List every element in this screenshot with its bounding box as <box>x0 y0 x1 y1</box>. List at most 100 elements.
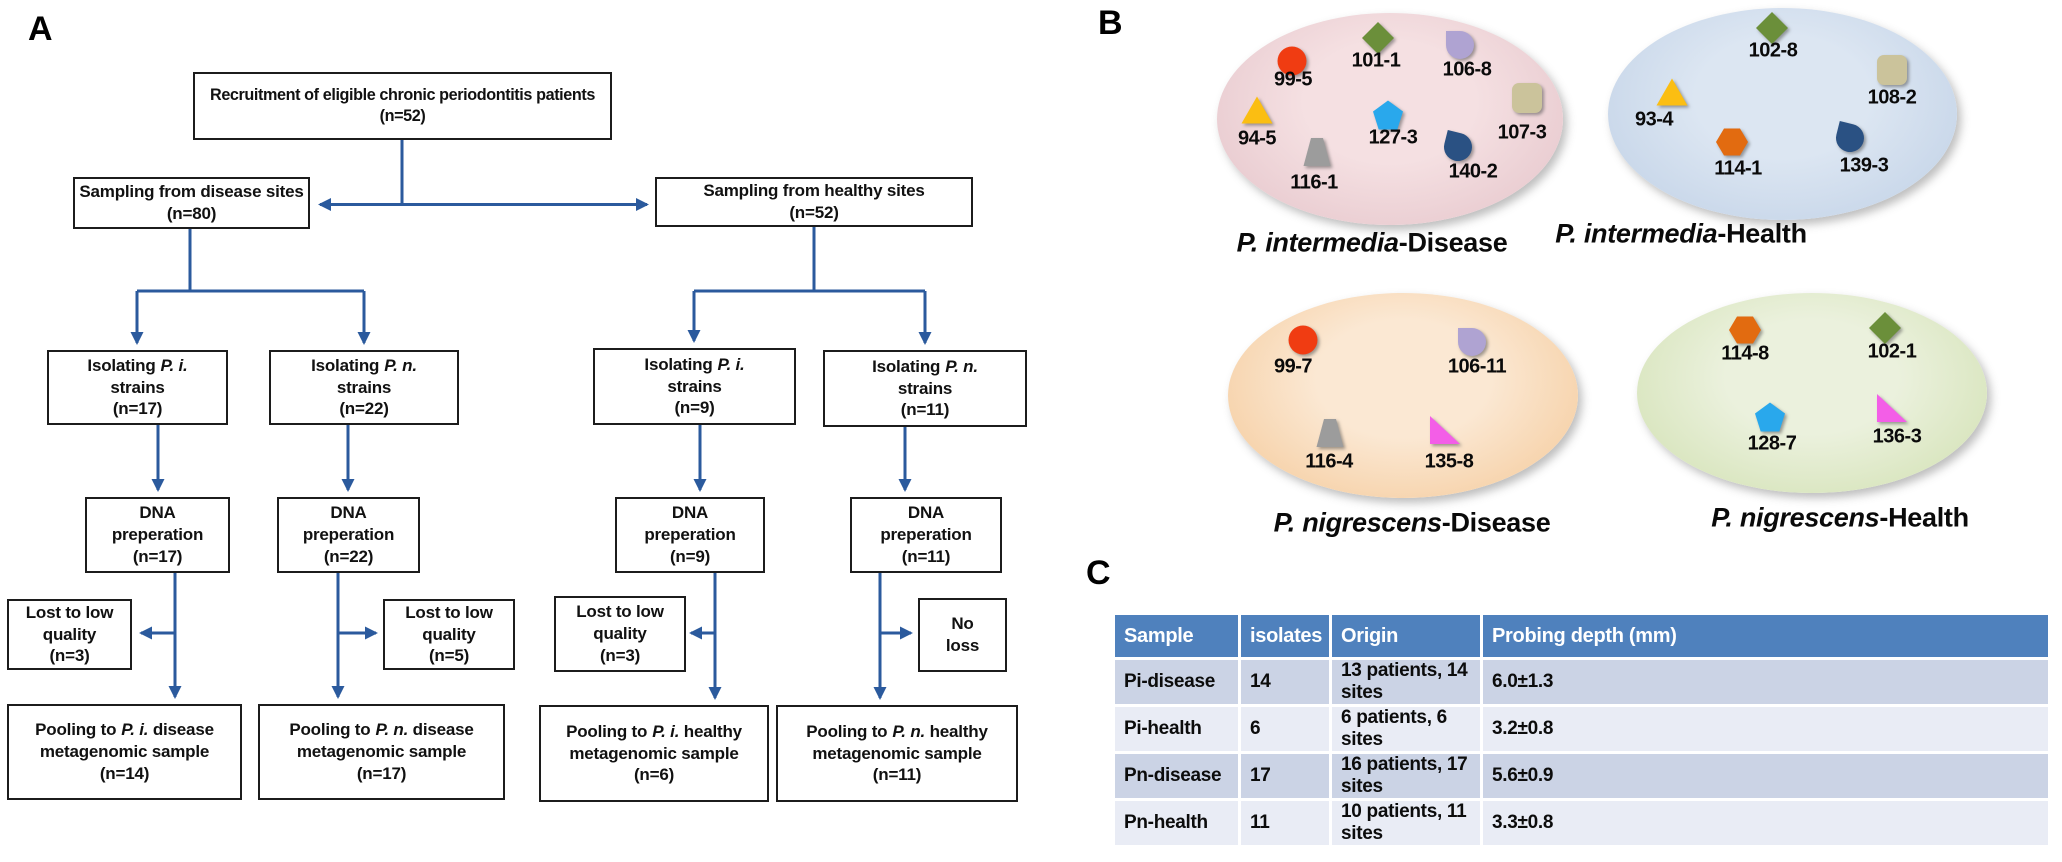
table-cell: 6 <box>1241 707 1329 751</box>
box-line: metagenomic sample <box>812 743 982 763</box>
isolate-marker <box>1373 100 1403 130</box>
box-line: loss <box>945 636 980 655</box>
box-line: (n=3) <box>49 646 90 666</box>
box-line: DNA <box>330 503 367 523</box>
teardrop-marker-icon <box>1446 31 1474 59</box>
isolate-marker <box>1833 121 1867 155</box>
hexagon-marker-icon <box>1716 128 1748 156</box>
isolate-marker <box>1277 46 1307 76</box>
box-line: preperation <box>111 525 204 545</box>
hexagon-marker-icon <box>1729 316 1761 344</box>
condition-name: -Health <box>1717 218 1807 249</box>
isolate-label: 136-3 <box>1872 425 1922 448</box>
isolate-label: 114-8 <box>1721 342 1769 365</box>
isolate-label: 106-11 <box>1447 355 1507 378</box>
species-name: P. intermedia <box>1236 227 1399 258</box>
isolate-label: 99-7 <box>1273 355 1313 378</box>
teardrop2-marker-icon <box>1441 130 1475 164</box>
circle-marker-icon <box>1288 325 1318 355</box>
flowchart-box-no-loss: No loss <box>918 598 1007 672</box>
isolate-label: 106-8 <box>1442 58 1492 81</box>
box-line: (n=52) <box>379 107 426 125</box>
isolate-label: 108-2 <box>1867 86 1917 109</box>
diamond-marker-icon <box>1869 312 1901 344</box>
table-cell: 13 patients, 14 sites <box>1332 660 1480 704</box>
isolate-marker <box>1877 394 1907 422</box>
isolate-label: 116-4 <box>1305 450 1353 473</box>
table-cell: 17 <box>1241 754 1329 798</box>
isolate-marker <box>1446 31 1474 59</box>
group-ellipse <box>1608 8 1957 220</box>
table-cell: 16 patients, 17 sites <box>1332 754 1480 798</box>
trapezoid-marker-icon <box>1316 419 1344 447</box>
table-header-cell: Probing depth (mm) <box>1483 615 2048 657</box>
box-line: No <box>951 614 974 634</box>
isolate-marker <box>1241 96 1273 124</box>
pentagon-marker-icon <box>1373 100 1403 130</box>
box-line: preperation <box>880 525 972 545</box>
isolate-marker <box>1877 55 1907 85</box>
rtriangle-marker-icon <box>1877 394 1907 422</box>
group-label-pi_disease: P. intermedia-Disease <box>1237 228 1508 259</box>
box-line: preperation <box>644 525 736 545</box>
triangle-marker-icon <box>1241 96 1273 124</box>
teardrop2-marker-icon <box>1833 121 1867 155</box>
box-line: (n=5) <box>428 646 470 666</box>
isolate-marker <box>1716 128 1748 156</box>
box-line: DNA <box>671 503 709 523</box>
flowchart-box-sampling-disease: Sampling from disease sites (n=80) <box>73 177 310 229</box>
flowchart-box-sampling-healthy: Sampling from healthy sites (n=52) <box>655 177 973 227</box>
isolate-label: 94-5 <box>1237 127 1277 150</box>
isolate-label: 101-1 <box>1351 49 1401 72</box>
box-line: DNA <box>139 503 176 523</box>
isolate-marker <box>1430 416 1460 444</box>
panel-c-label: C <box>1086 554 1111 592</box>
flowchart-box-lost-2: Lost to low quality (n=5) <box>383 599 515 670</box>
flowchart-box-dna-2: DNA preperation (n=22) <box>277 497 420 573</box>
box-line: (n=9) <box>674 398 715 418</box>
table-cell: Pi-disease <box>1115 660 1238 704</box>
box-line: Sampling from disease sites <box>79 182 304 202</box>
box-line: (n=17) <box>356 763 407 783</box>
box-line: (n=14) <box>99 763 150 783</box>
box-line: metagenomic sample <box>39 742 210 762</box>
box-line: Lost to low <box>405 602 493 622</box>
species-name: P. nigrescens <box>1711 502 1880 533</box>
box-line: metagenomic sample <box>296 742 467 762</box>
isolate-marker <box>1869 312 1901 344</box>
box-line: Recruitment of eligible chronic periodon… <box>210 86 595 105</box>
box-line: strains <box>336 377 392 397</box>
flowchart-box-dna-3: DNA preperation (n=9) <box>615 497 765 573</box>
isolate-label: 102-8 <box>1748 39 1798 62</box>
table-cell: 14 <box>1241 660 1329 704</box>
box-line: (n=22) <box>339 399 389 419</box>
table-header-cell: Origin <box>1332 615 1480 657</box>
box-line: (n=9) <box>669 546 711 566</box>
flowchart-box-dna-1: DNA preperation (n=17) <box>85 497 230 573</box>
table-cell: 3.3±0.8 <box>1483 801 2048 845</box>
table-cell: Pi-health <box>1115 707 1238 751</box>
group-label-pi_health: P. intermedia-Health <box>1555 219 1807 250</box>
isolate-marker <box>1302 138 1332 166</box>
isolate-label: 140-2 <box>1448 160 1498 183</box>
isolate-marker <box>1315 419 1345 447</box>
table-cell: 6.0±1.3 <box>1483 660 2048 704</box>
species-name: P. nigrescens <box>1273 507 1443 538</box>
